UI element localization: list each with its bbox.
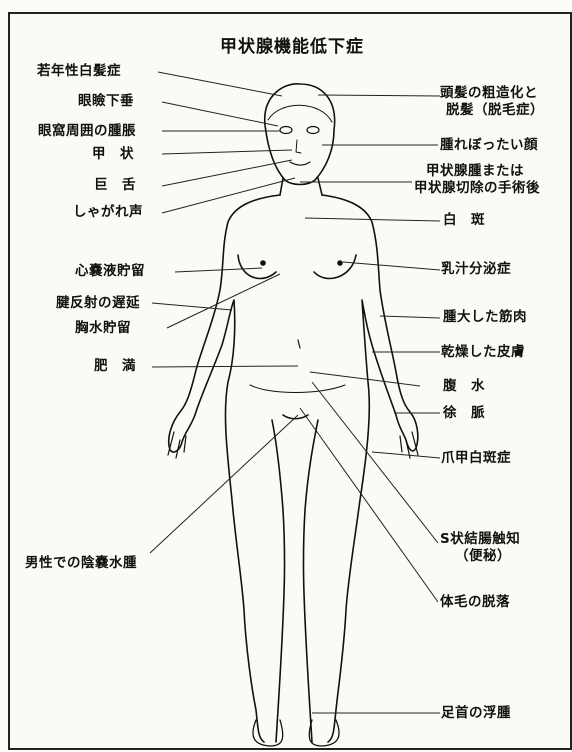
label-ptosis: 眼瞼下垂 [78, 94, 134, 109]
label-ankle-edema: 足首の浮腫 [441, 706, 511, 721]
label-dry-skin: 乾燥した皮膚 [441, 345, 525, 360]
label-ascites: 腹 水 [443, 379, 485, 394]
label-puffy-face: 腫れぼったい顔 [440, 138, 538, 153]
label-pleural-effusion: 胸水貯留 [75, 321, 131, 336]
label-obesity: 肥 満 [94, 359, 136, 374]
label-hair-changes-1: 頭髪の粗造化と [440, 86, 538, 101]
right-eye [307, 127, 319, 134]
right-breast [314, 255, 356, 278]
label-body-hair-loss: 体毛の脱落 [440, 595, 510, 610]
head-outline [265, 84, 335, 185]
left-body-outline [169, 195, 280, 742]
label-thyroid-2: 甲状腺切除の手術後 [414, 181, 540, 196]
label-leukonychia: 爪甲白斑症 [441, 451, 511, 466]
label-sigmoid-1: S状結腸触知 [440, 532, 520, 547]
label-delayed-reflex: 腱反射の遅延 [56, 296, 140, 311]
label-pericardial-effusion: 心嚢液貯留 [75, 264, 145, 279]
label-muscle-hypertrophy: 腫大した筋肉 [443, 310, 527, 325]
label-bradycardia: 徐 脈 [443, 406, 485, 421]
label-goiter: 甲 状 [92, 147, 134, 162]
left-eye [280, 127, 292, 134]
left-breast [238, 255, 276, 278]
label-hydrocele: 男性での陰嚢水腫 [25, 556, 137, 571]
label-macroglossia: 巨 舌 [94, 178, 136, 193]
label-hair-changes-2: 脱髪（脱毛症） [446, 103, 544, 118]
label-hoarseness: しゃがれ声 [73, 205, 143, 220]
label-sigmoid-2: （便秘） [455, 549, 511, 564]
label-periorbital-edema: 眼窩周囲の腫脹 [38, 124, 136, 139]
label-vitiligo: 白 斑 [443, 213, 485, 228]
label-thyroid-1: 甲状腺腫または [426, 164, 524, 179]
label-premature-gray-hair: 若年性白髪症 [37, 64, 121, 79]
label-galactorrhea: 乳汁分泌症 [441, 262, 511, 277]
